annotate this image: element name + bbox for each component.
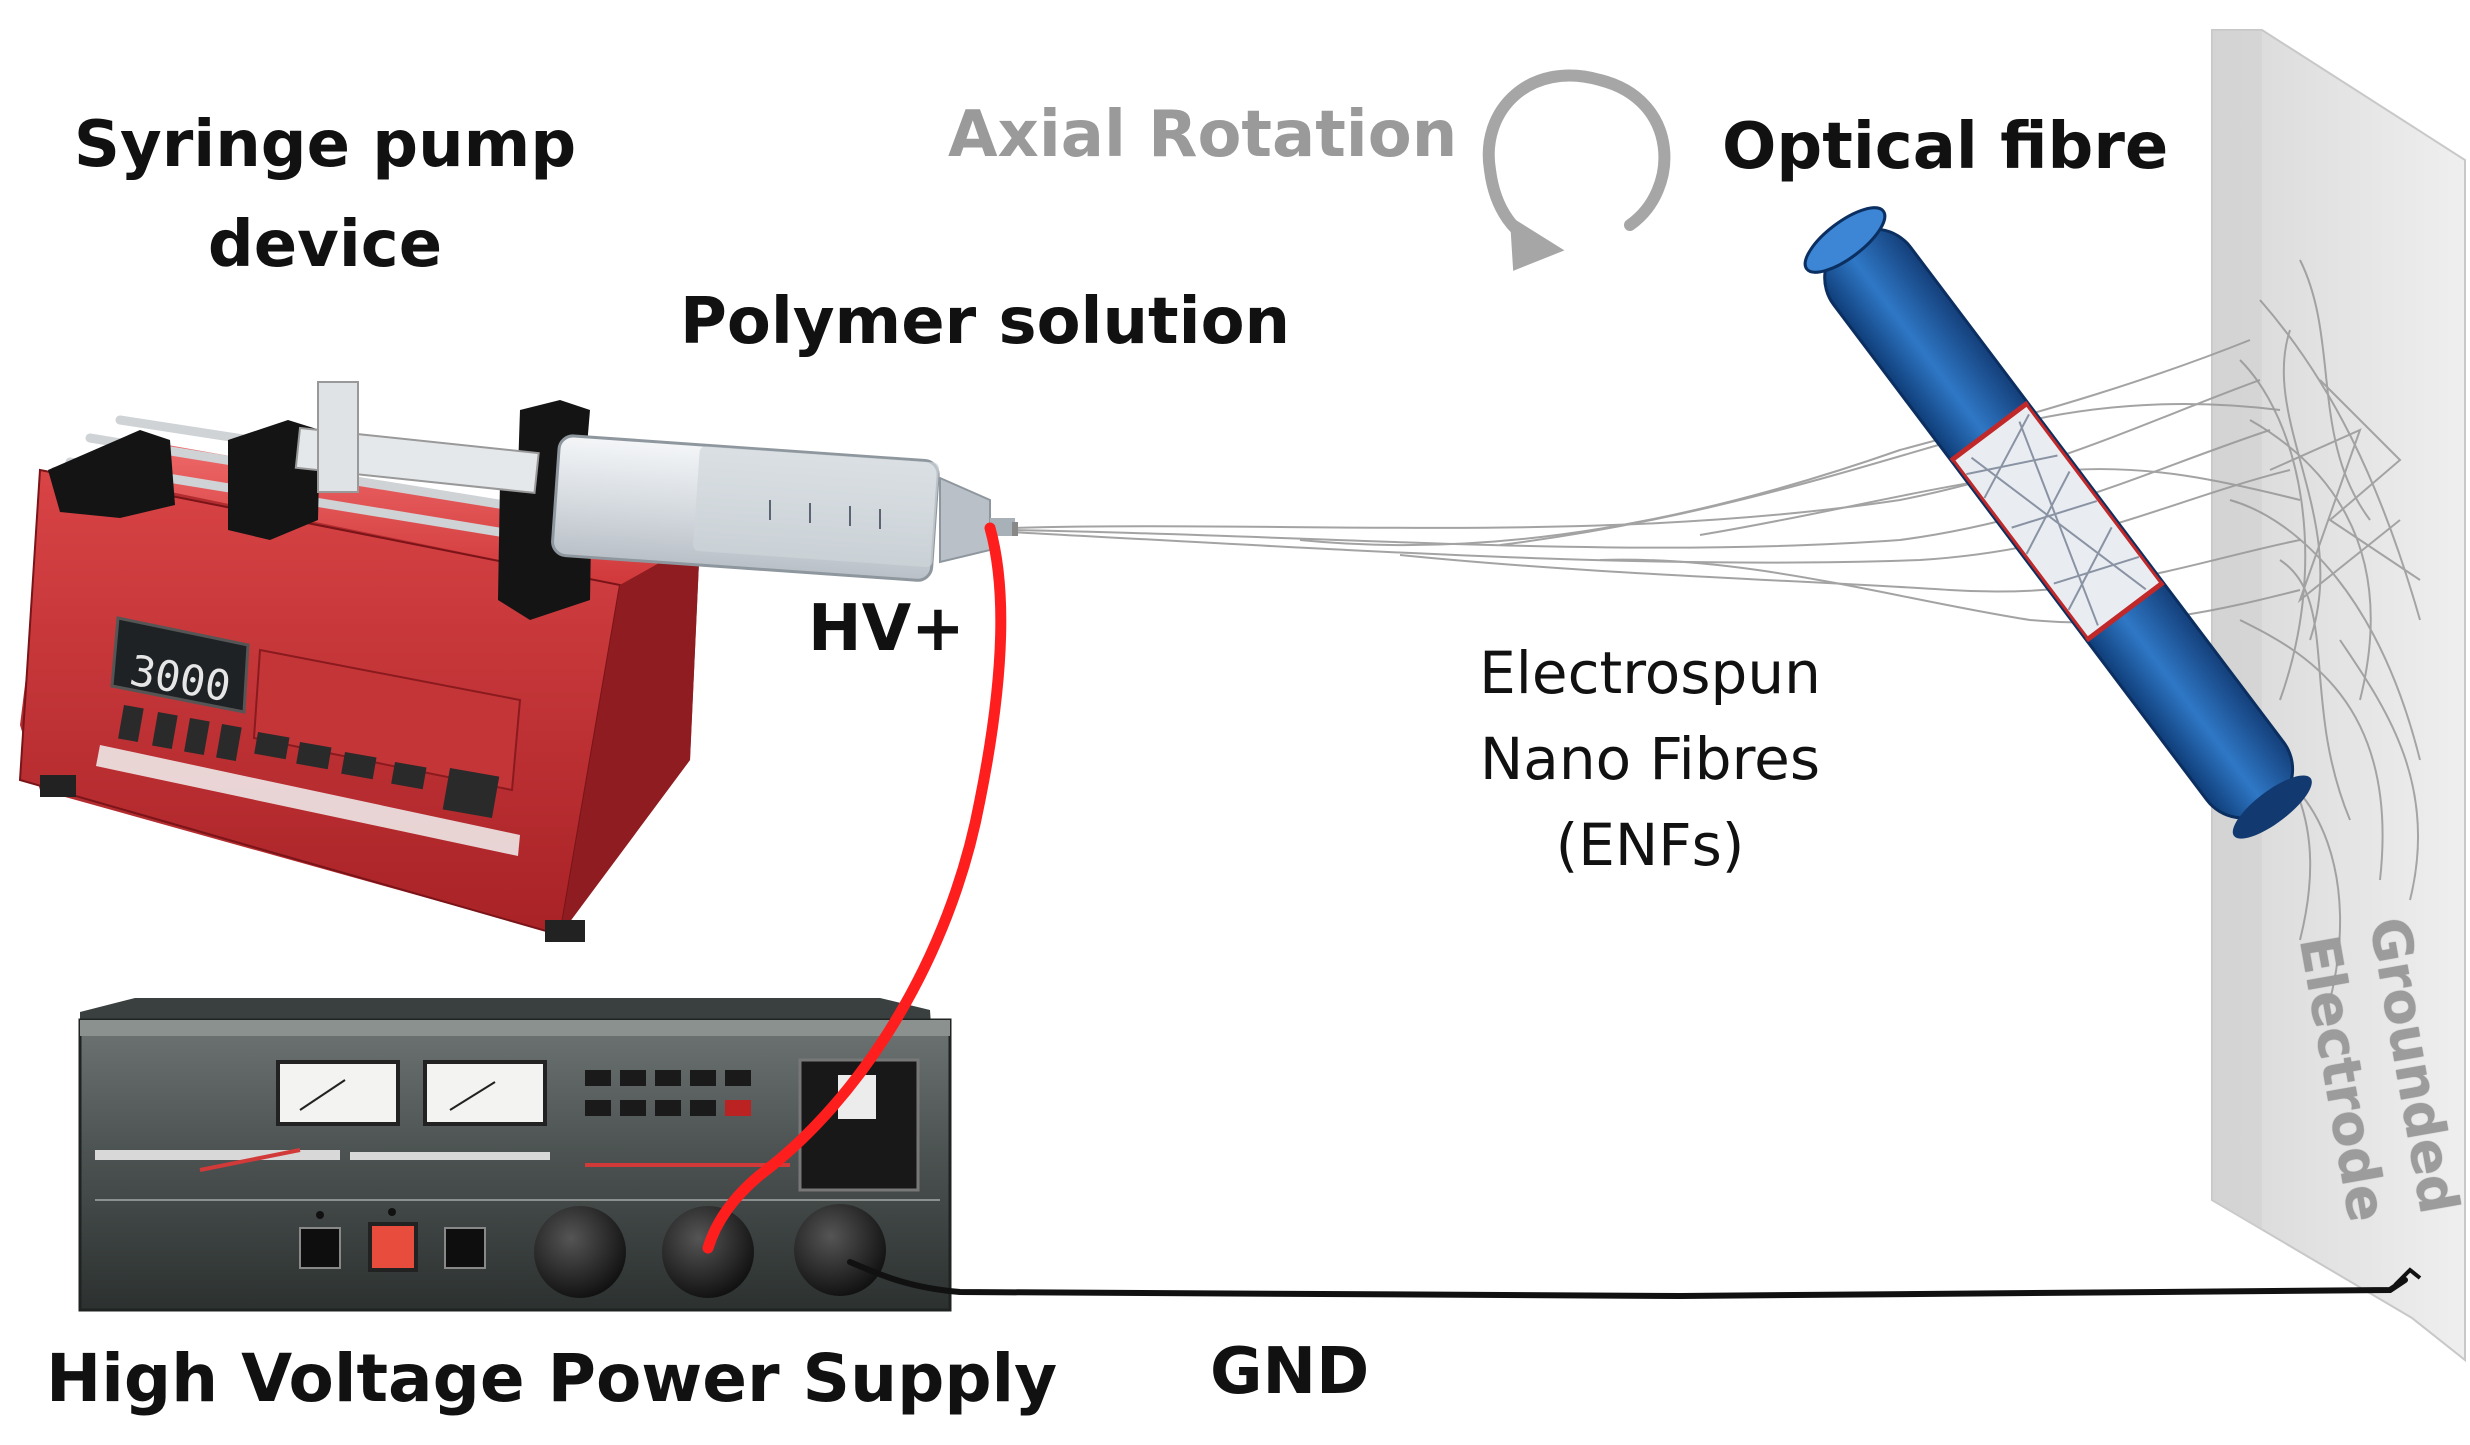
syringe-pump-label: Syringe pump device: [60, 95, 590, 295]
current-meter: [423, 1060, 547, 1126]
voltage-meter: [276, 1060, 400, 1126]
psu-button-grid: [585, 1070, 751, 1116]
grounded-electrode: [2211, 29, 2466, 1363]
hv-plus-label: HV+: [808, 592, 965, 666]
gnd-label: GND: [1210, 1335, 1370, 1409]
psu-knob-3: [794, 1204, 886, 1296]
enf-coating: [1966, 413, 2147, 626]
optical-fibre: [1803, 206, 2312, 839]
enf-label: Electrospun Nano Fibres (ENFs): [1440, 630, 1860, 888]
psu-knob-1: [534, 1206, 626, 1298]
psu-button-left: [299, 1227, 341, 1269]
ground-wire: [847, 1259, 2408, 1300]
grounded-electrode-label: Grounded Electrode: [2270, 905, 2470, 1226]
enf-label-line3: (ENFs): [1555, 811, 1745, 879]
syringe-graduations: [769, 500, 881, 529]
optical-fibre-label: Optical fibre: [1722, 110, 2169, 184]
axial-rotation-label: Axial Rotation: [948, 98, 1458, 172]
power-supply-label: High Voltage Power Supply: [46, 1340, 1058, 1417]
polymer-solution-label: Polymer solution: [680, 285, 1291, 359]
syringe: [551, 434, 1018, 582]
syringe-pump: 3000: [18, 381, 1018, 942]
syringe-pump-label-line2: device: [207, 208, 443, 282]
hv-wire: [702, 522, 1007, 1254]
enf-label-line2: Nano Fibres: [1479, 725, 1821, 793]
syringe-pump-label-line1: Syringe pump: [73, 108, 577, 182]
pump-buttons: [118, 705, 500, 819]
psu-button-red: [368, 1222, 418, 1272]
psu-button-right: [444, 1227, 486, 1269]
axial-rotation-arrow: [1482, 69, 1671, 271]
high-voltage-power-supply: [78, 998, 952, 1312]
enf-label-line1: Electrospun: [1479, 639, 1821, 707]
